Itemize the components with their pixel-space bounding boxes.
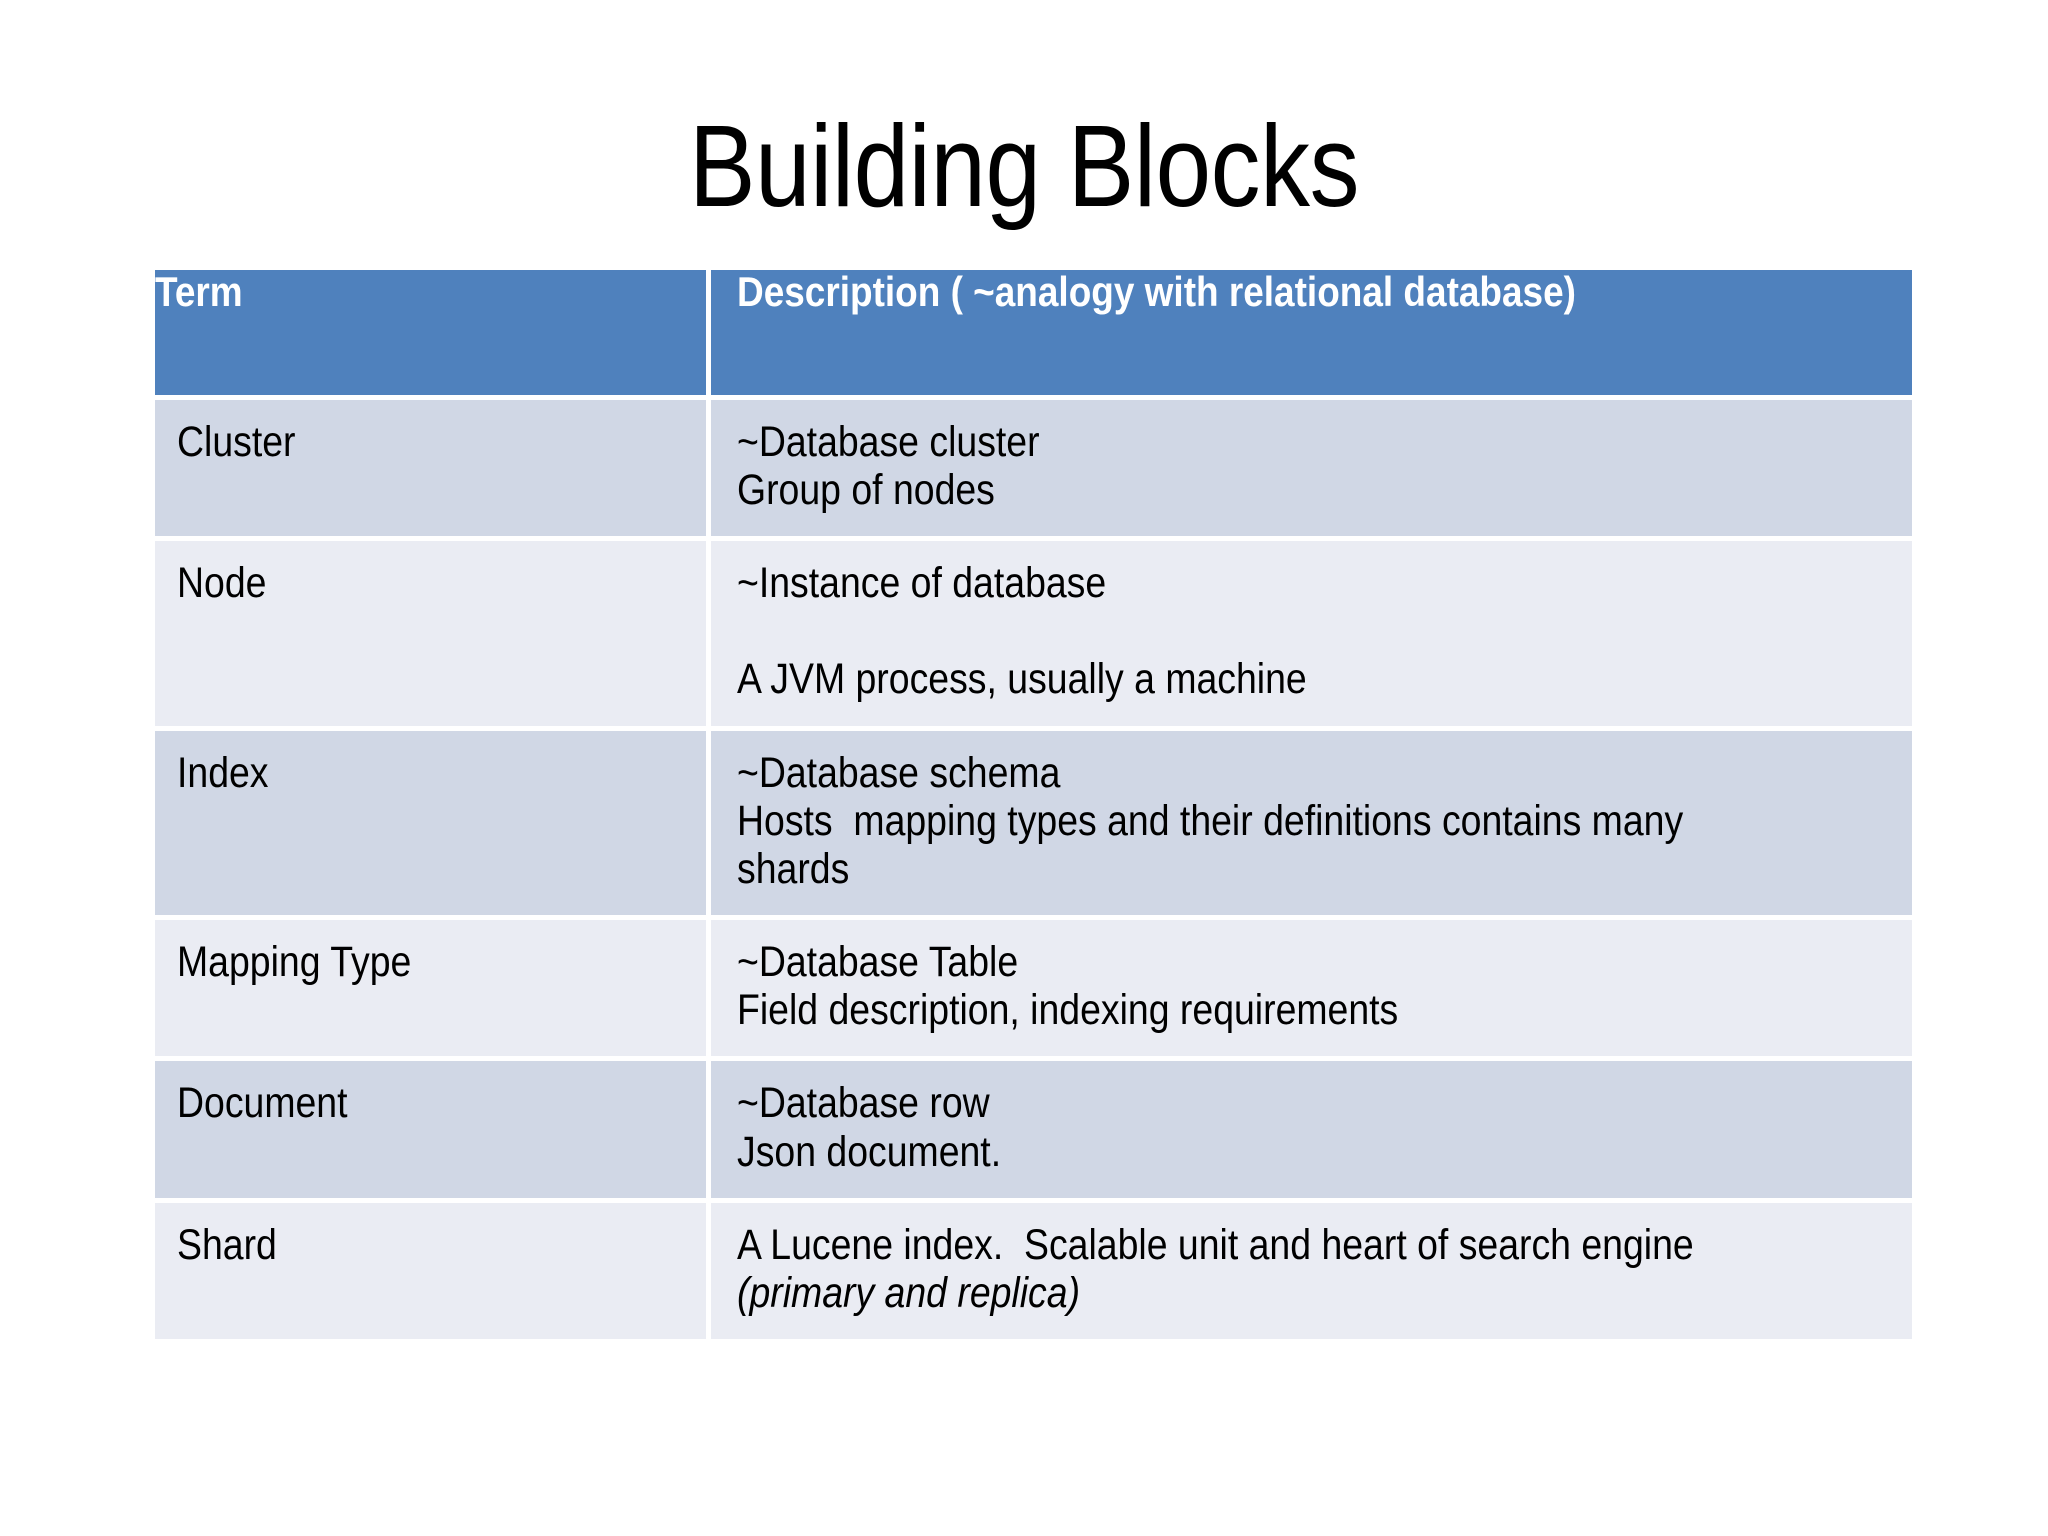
term-label: Document: [177, 1079, 348, 1128]
table-header: Term Description ( ~analogy with relatio…: [155, 268, 1912, 395]
description-line: Json document.: [737, 1128, 1742, 1176]
column-header-term-label: Term: [155, 268, 243, 315]
description-line-fragment: ~Database row: [737, 1079, 990, 1128]
cell-content: Document: [155, 1061, 706, 1149]
column-header-term: Term: [155, 268, 711, 395]
cell-content: Mapping Type: [155, 920, 706, 1008]
description-line: ~Database row: [737, 1079, 1742, 1127]
description-line-fragment: Group of nodes: [737, 466, 995, 515]
table-cell-term: Mapping Type: [155, 915, 711, 1057]
description-line-fragment: (primary and replica): [737, 1268, 1081, 1317]
description-line: Hosts mapping types and their definition…: [737, 797, 1742, 893]
table-cell-term: Shard: [155, 1197, 711, 1340]
cell-content: Index: [155, 731, 706, 819]
term-label: Cluster: [177, 418, 296, 466]
cell-content: ~Instance of database A JVM process, usua…: [711, 541, 1912, 725]
description-line-fragment: ~Database schema: [737, 748, 1061, 797]
cell-content: A Lucene index. Scalable unit and heart …: [711, 1203, 1912, 1339]
description-line: ~Database Table: [737, 938, 1742, 986]
table-cell-term: Index: [155, 725, 711, 916]
cell-content: Cluster: [155, 400, 706, 488]
page-title: Building Blocks: [688, 101, 1360, 231]
description-line: Group of nodes: [737, 466, 1742, 514]
description-line: ~Database schema: [737, 749, 1742, 797]
description-line: A JVM process, usually a machine: [737, 655, 1742, 703]
description-line-fragment: ~Database cluster: [737, 418, 1040, 466]
description-text: A Lucene index. Scalable unit and heart …: [737, 1221, 1742, 1317]
description-line: A Lucene index. Scalable unit and heart …: [737, 1221, 1742, 1317]
description-line-fragment: Field description, indexing requirements: [737, 986, 1399, 1035]
term-label: Index: [177, 748, 269, 797]
description-line-fragment: Json document.: [737, 1127, 1002, 1176]
column-header-description-label: Description ( ~analogy with relational d…: [737, 268, 1576, 315]
table-header-row: Term Description ( ~analogy with relatio…: [155, 268, 1912, 395]
description-line: ~Database cluster: [737, 418, 1742, 466]
building-blocks-table: Term Description ( ~analogy with relatio…: [155, 268, 1912, 1340]
description-line-fragment: A JVM process, usually a machine: [737, 655, 1307, 704]
term-label: Shard: [177, 1220, 277, 1269]
description-line: Field description, indexing requirements: [737, 986, 1742, 1034]
description-line-fragment: A Lucene index. Scalable unit and heart …: [737, 1220, 1705, 1269]
table-row: Node ~Instance of database A JVM process, …: [155, 536, 1912, 726]
table-cell-term: Cluster: [155, 395, 711, 537]
cell-content: Node: [155, 541, 706, 629]
term-label: Mapping Type: [177, 938, 412, 987]
table-cell-description: ~Instance of database A JVM process, usua…: [711, 536, 1912, 726]
table-cell-term: Document: [155, 1056, 711, 1198]
description-text: ~Instance of database A JVM process, usua…: [737, 559, 1742, 703]
description-line: ~Instance of database: [737, 559, 1742, 607]
cell-content: Shard: [155, 1203, 706, 1291]
table-row: Shard A Lucene index. Scalable unit and h…: [155, 1197, 1912, 1340]
column-header-description: Description ( ~analogy with relational d…: [711, 268, 1912, 395]
description-line-fragment: Hosts mapping types and their definition…: [737, 796, 1694, 893]
description-line-fragment: ~Instance of database: [737, 559, 1107, 608]
table-cell-description: A Lucene index. Scalable unit and heart …: [711, 1197, 1912, 1340]
term-label: Node: [177, 559, 267, 608]
description-line-fragment: ~Database Table: [737, 938, 1019, 987]
description-blank-line: [737, 607, 1742, 655]
table-cell-term: Node: [155, 536, 711, 726]
